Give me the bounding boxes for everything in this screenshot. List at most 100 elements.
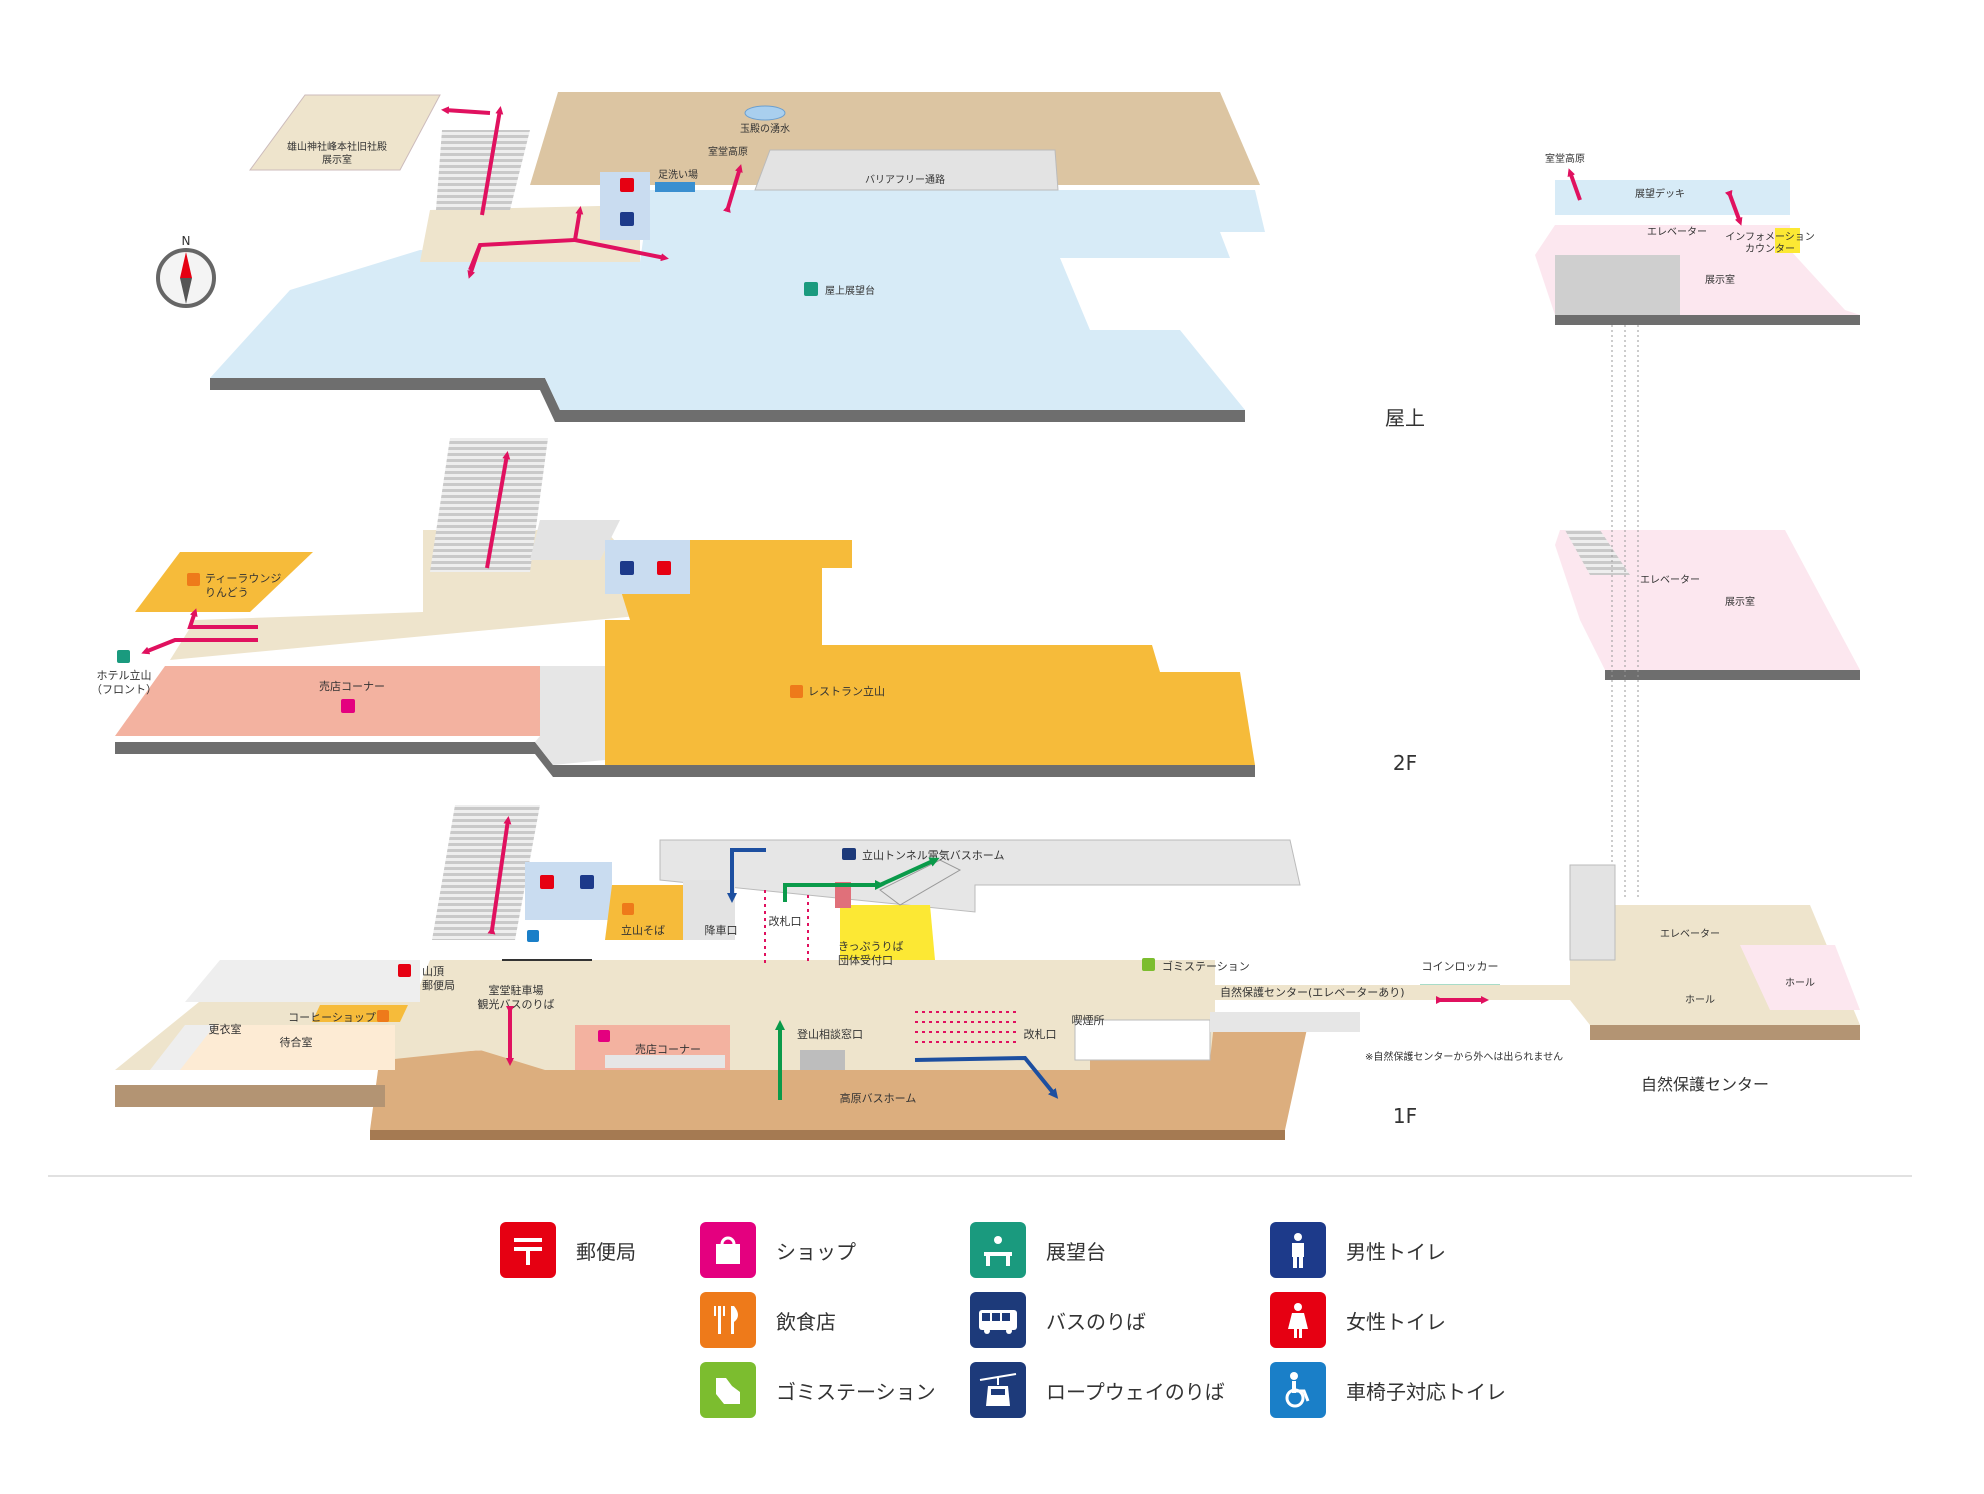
waiting-room-label: 待合室	[280, 1035, 313, 1049]
legend-accessible-toilet: 車椅子対応トイレ	[1270, 1360, 1506, 1420]
1f-coffee-icon	[377, 1010, 389, 1022]
1f-connector-corridor	[1210, 985, 1585, 1000]
foot-wash-area	[655, 182, 695, 192]
rooftop-arrow-left	[441, 106, 491, 115]
2f-male-toilet-icon	[620, 561, 634, 575]
shrine-hall-label-2: 展示室	[322, 153, 352, 166]
nc-bottom-hall2-label: ホール	[1785, 977, 1815, 989]
ticket-office-label-1: きっぷうりば	[838, 940, 904, 953]
spring-pond	[744, 105, 786, 121]
2f-shop-area[interactable]	[115, 666, 540, 736]
nc-bottom-base	[1590, 1025, 1860, 1040]
tea-lounge-label-2: りんどう	[205, 586, 249, 599]
legend-label-accessible-toilet: 車椅子対応トイレ	[1346, 1379, 1506, 1404]
foot-wash-label: 足洗い場	[658, 168, 698, 181]
to-nature-center-label: 自然保護センター(エレベーターあり)	[1220, 985, 1405, 999]
garbage-icon	[700, 1362, 756, 1418]
nc-elevator-shaft	[1611, 325, 1639, 900]
nc-bottom-hall-label: ホール	[1685, 994, 1715, 1006]
1f-shop-label: 売店コーナー	[635, 1042, 701, 1056]
hotel-label-1: ホテル立山	[97, 668, 152, 682]
summit-post-label-1: 山頂	[422, 965, 444, 978]
1f-left-edge	[115, 1085, 385, 1107]
nc-top-arrow-up	[1567, 168, 1582, 201]
observation-icon-legend	[970, 1222, 1026, 1278]
1f-climbing-desk	[800, 1050, 845, 1070]
second-floor: ティーラウンジ りんどう ホテル立山 （フロント） 売店コーナー レストラン立山	[91, 438, 1255, 777]
floor-label-2f: 2F	[1393, 751, 1417, 775]
coin-locker-label: コインロッカー	[1422, 960, 1499, 973]
nc-top-info-label-2: カウンター	[1745, 243, 1795, 255]
rooftop-corridor	[420, 205, 640, 262]
nc-top-deck-label: 展望デッキ	[1635, 187, 1685, 200]
bus-icon	[970, 1292, 1026, 1348]
legend-restaurant: 飲食店	[700, 1290, 836, 1350]
1f-bus-platform-edge	[370, 1130, 1285, 1140]
restaurant-area[interactable]	[605, 540, 1255, 765]
1f-gray-right	[1210, 1012, 1360, 1032]
1f-escalator	[879, 859, 962, 906]
coffee-shop-label: コーヒーショップ	[288, 1011, 376, 1024]
nc-top-gray	[1555, 255, 1680, 315]
nc-mid-floor[interactable]	[1555, 530, 1860, 670]
ticket-gate2-label: 改札口	[1024, 1027, 1057, 1041]
legend-label-male-toilet: 男性トイレ	[1346, 1239, 1446, 1264]
nc-mid-base	[1605, 670, 1860, 680]
summit-post-icon	[398, 964, 411, 977]
rooftop-stairs	[436, 130, 530, 210]
2f-arrow-up	[485, 451, 511, 569]
nc-mid-elevator-label: エレベーター	[1640, 574, 1700, 586]
ticket-office-area[interactable]	[840, 905, 935, 960]
1f-smoking-area[interactable]	[1074, 1019, 1211, 1061]
legend-bus: バスのりば	[970, 1290, 1146, 1350]
2f-female-toilet-icon	[657, 561, 671, 575]
accessible-toilet-icon	[1270, 1362, 1326, 1418]
alighting-area	[683, 880, 735, 940]
tateyama-soba-area[interactable]	[605, 885, 683, 940]
nc-mid-exhibition-label: 展示室	[1725, 595, 1755, 608]
first-floor: 立山トンネル電気バスホーム 立山そば 降車口 改札口 きっぷうりば 団体受付口 …	[115, 805, 1585, 1140]
legend-label-bus: バスのりば	[1046, 1309, 1146, 1334]
observation-icon	[804, 282, 818, 296]
2f-arrow-hotel	[141, 638, 258, 655]
plateau-arrow[interactable]	[723, 164, 743, 213]
post-office-icon	[500, 1222, 556, 1278]
1f-shop-corner2	[605, 1055, 725, 1068]
1f-tunnel-bus-platform[interactable]	[659, 839, 1301, 913]
legend-label-ropeway: ロープウェイのりば	[1046, 1379, 1225, 1404]
climbing-desk-label: 登山相談窓口	[797, 1027, 863, 1041]
2f-stairs	[430, 438, 548, 572]
legend-label-restaurant: 飲食店	[776, 1309, 836, 1334]
floor-label-1f: 1F	[1393, 1104, 1417, 1128]
legend-label-garbage: ゴミステーション	[776, 1379, 936, 1404]
1f-garbage-icon	[1142, 958, 1155, 971]
nc-bottom-hall2[interactable]	[1740, 945, 1860, 1010]
nc-top-base	[1555, 315, 1860, 325]
1f-arrow-stairs	[487, 816, 512, 935]
nc-mid-stairs	[1565, 530, 1630, 575]
rooftop-female-toilet-icon	[620, 178, 634, 192]
rooftop-terrain	[530, 92, 1260, 185]
smoking-label: 喫煙所	[1072, 1014, 1105, 1027]
2f-shop-icon	[341, 699, 355, 713]
tea-lounge-area[interactable]	[135, 552, 313, 612]
legend-label-observation: 展望台	[1046, 1239, 1106, 1264]
rooftop-base-edge	[210, 378, 1245, 422]
1f-changing-left	[150, 1025, 215, 1070]
nc-bottom-elevator-label: エレベーター	[1660, 928, 1720, 940]
parking-label-1: 室堂駐車場	[489, 983, 544, 997]
changing-room-label: 更衣室	[209, 1022, 242, 1036]
observation-deck-area[interactable]	[210, 190, 1265, 410]
floor-label-rooftop: 屋上	[1385, 406, 1425, 430]
rooftop-plateau-label: 室堂高原	[708, 145, 748, 158]
spring-label: 玉殿の湧水	[740, 123, 790, 135]
1f-arrow-tunnel-down	[727, 848, 766, 903]
1f-left-waiting[interactable]	[168, 1025, 395, 1070]
1f-male-toilet-icon	[580, 875, 594, 889]
1f-accessible-toilet-icon	[527, 930, 539, 942]
2f-gray-area	[535, 666, 605, 765]
nc-top-exhibition-label: 展示室	[1705, 273, 1735, 286]
2f-base-edge	[115, 742, 1255, 777]
nc-top-plateau-label: 室堂高原	[1545, 152, 1585, 165]
rooftop-floor: 雄山神社峰本社旧社殿 展示室 玉殿の湧水 足洗い場 室堂高原 バリアフリー通路 …	[210, 92, 1265, 422]
